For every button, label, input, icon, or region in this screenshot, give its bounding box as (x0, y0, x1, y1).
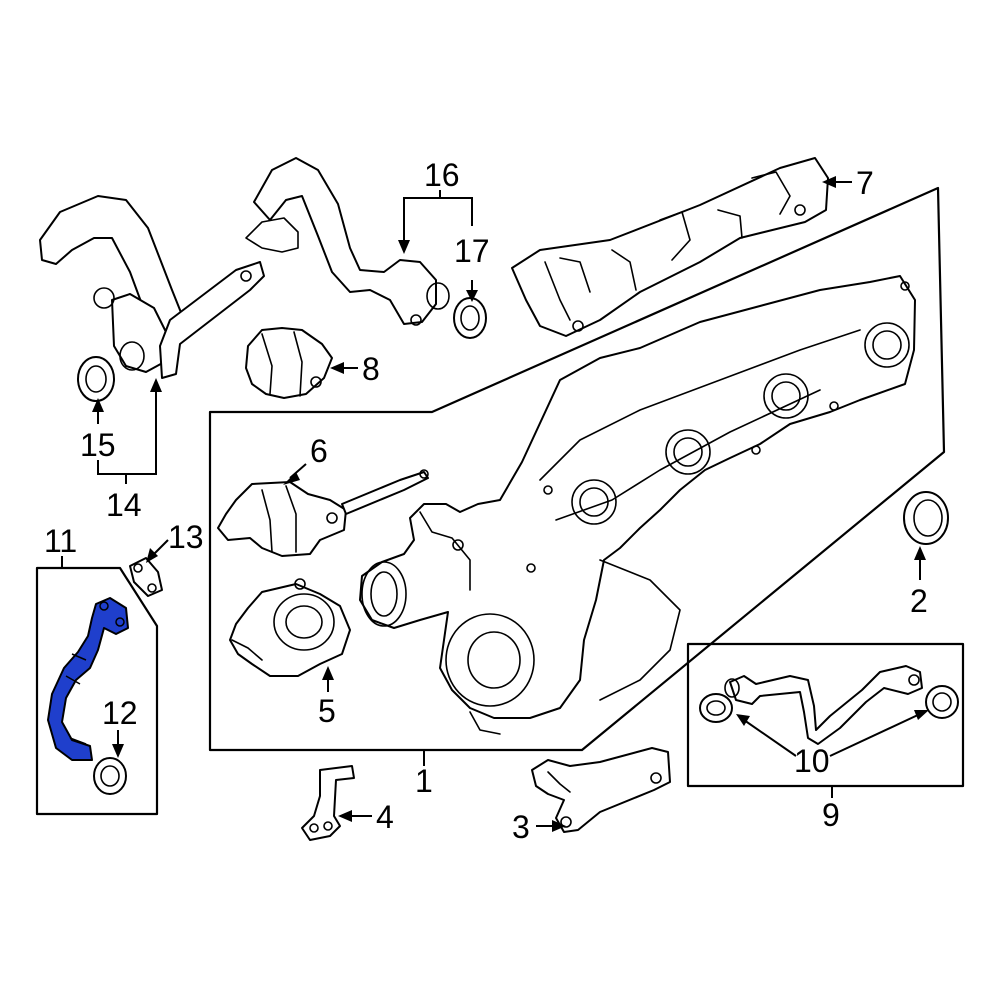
callout-11: 11 (44, 523, 77, 559)
callout-16: 16 (424, 157, 460, 193)
callout-14: 14 (106, 487, 142, 523)
gasket-13-part[interactable] (129, 557, 163, 597)
seal-ring-15-part[interactable] (77, 356, 115, 402)
coolant-line-16-part[interactable] (245, 157, 450, 326)
part-11-frame (35, 566, 159, 816)
seal-ring-10-right-part[interactable] (925, 685, 959, 719)
callout-15: 15 (80, 427, 116, 463)
turbo-assembly-frame (208, 186, 946, 752)
heat-shield-part[interactable] (511, 157, 829, 337)
callout-3: 3 (512, 809, 530, 845)
callout-13: 13 (168, 519, 204, 555)
coolant-line-14-part[interactable] (39, 195, 265, 379)
seal-ring-17-part[interactable] (453, 297, 487, 339)
callout-2: 2 (910, 583, 928, 619)
callout-9: 9 (822, 797, 840, 833)
callout-8: 8 (362, 351, 380, 387)
callout-12: 12 (102, 695, 138, 731)
seal-ring-2-part[interactable] (903, 491, 949, 545)
oil-feed-line-part[interactable] (47, 597, 129, 761)
callout-5: 5 (318, 693, 336, 729)
electric-actuator-part[interactable] (229, 578, 351, 677)
callout-4: 4 (376, 799, 394, 835)
bracket-3-part[interactable] (531, 747, 671, 833)
part-9-frame (686, 642, 965, 788)
wastegate-actuator-part[interactable] (217, 469, 429, 557)
seal-ring-10-left-part[interactable] (699, 693, 733, 723)
callout-10: 10 (794, 743, 830, 779)
bracket-4-part[interactable] (301, 765, 355, 841)
callout-7: 7 (856, 165, 874, 201)
turbocharger-part[interactable] (359, 275, 916, 735)
callout-17: 17 (454, 233, 490, 269)
solenoid-valve-part[interactable] (245, 327, 333, 399)
callout-1: 1 (415, 763, 433, 799)
callout-6: 6 (310, 433, 328, 469)
seal-ring-12-part[interactable] (93, 757, 127, 795)
coolant-line-9-part[interactable] (724, 665, 923, 745)
